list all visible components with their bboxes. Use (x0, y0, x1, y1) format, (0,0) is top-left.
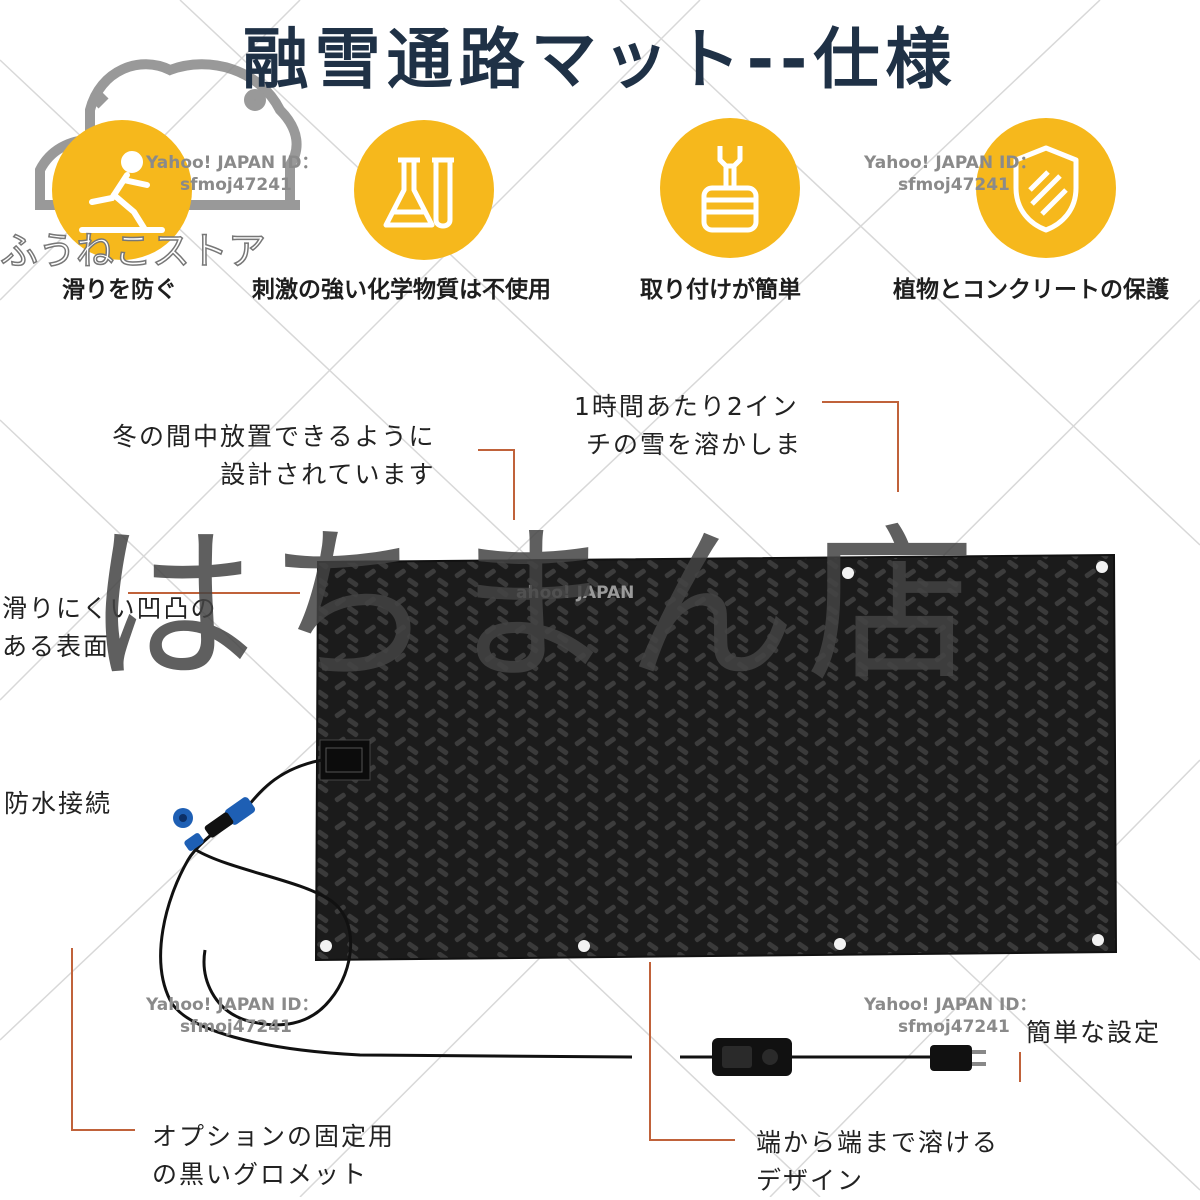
watermark-yahoo-4-line2: sfmoj47241 (898, 1017, 1010, 1037)
slip-person-icon (79, 151, 165, 233)
watermark-yahoo-4-line1: Yahoo! JAPAN ID： (864, 995, 1037, 1015)
callout-melt-rate: 1時間あたり2イン チの雪を溶かしま (574, 388, 802, 464)
mat (314, 553, 1118, 962)
watermark-yahoo-1-line2: sfmoj47241 (180, 175, 292, 195)
watermark-yahoo-4: Yahoo! JAPAN ID： sfmoj47241 (864, 994, 1036, 1038)
feature-circle-1 (52, 120, 192, 260)
feature-circle-3 (660, 118, 800, 258)
callout-winter-line1: 冬の間中放置できるように (112, 422, 436, 451)
watermark-yahoo-2-line2: sfmoj47241 (898, 175, 1010, 195)
feature-circle-2 (354, 120, 494, 260)
callout-grommet-line2: の黒いグロメット (152, 1160, 369, 1189)
callout-surface-line2: ある表面 (2, 632, 111, 661)
callout-edge: 端から端まで溶ける デザイン (756, 1124, 999, 1200)
feature-label-3: 取り付けが簡単 (640, 277, 801, 303)
page-title: 融雪通路マット--仕様 (242, 21, 958, 98)
watermark-yahoo-2: Yahoo! JAPAN ID： sfmoj47241 (864, 152, 1036, 196)
callout-edge-line1: 端から端まで溶ける (756, 1128, 1000, 1157)
callout-winter-line2: 設計されています (220, 460, 436, 489)
grommets (320, 561, 1108, 952)
controller (680, 1038, 986, 1076)
callout-waterproof: 防水接続 (4, 789, 113, 818)
feature-label-2: 刺激の強い化学物質は不使用 (252, 277, 551, 303)
shop-name-watermark: はちまん店 (86, 508, 987, 706)
callout-surface: 滑りにくい凹凸の ある表面 (2, 590, 218, 666)
watermark-yahoo-2-line1: Yahoo! JAPAN ID： (864, 153, 1037, 173)
watermark-yahoo-1: Yahoo! JAPAN ID： sfmoj47241 (146, 152, 318, 196)
flask-icon (383, 157, 454, 229)
leader-lines (71, 401, 1021, 1141)
callout-setup: 簡単な設定 (1026, 1018, 1162, 1047)
callout-edge-line2: デザイン (756, 1166, 865, 1195)
callout-grommet-line1: オプションの固定用 (152, 1122, 396, 1151)
watermark-yahoo-partial: ahoo! JAPAN (516, 583, 635, 603)
callout-melt-rate-line2: チの雪を溶かしま (586, 430, 803, 459)
feature-label-1: 滑りを防ぐ (62, 277, 177, 303)
feature-circle-4 (976, 118, 1116, 258)
feature-label-4: 植物とコンクリートの保護 (893, 277, 1169, 303)
watermark-yahoo-1-line1: Yahoo! JAPAN ID： (146, 153, 319, 173)
store-name-watermark: ふうねこストア (0, 228, 267, 274)
callout-surface-line1: 滑りにくい凹凸の (2, 594, 218, 623)
shield-icon (1013, 145, 1079, 233)
watermark-yahoo-3-line2: sfmoj47241 (180, 1017, 292, 1037)
wrench-fist-icon (701, 146, 759, 233)
watermark-yahoo-3-line1: Yahoo! JAPAN ID： (146, 995, 319, 1015)
connectors (173, 797, 256, 851)
callout-winter: 冬の間中放置できるように 設計されています (112, 418, 436, 494)
callout-grommet: オプションの固定用 の黒いグロメット (152, 1118, 395, 1194)
watermark-yahoo-3: Yahoo! JAPAN ID： sfmoj47241 (146, 994, 318, 1038)
callout-melt-rate-line1: 1時間あたり2イン (574, 392, 799, 421)
